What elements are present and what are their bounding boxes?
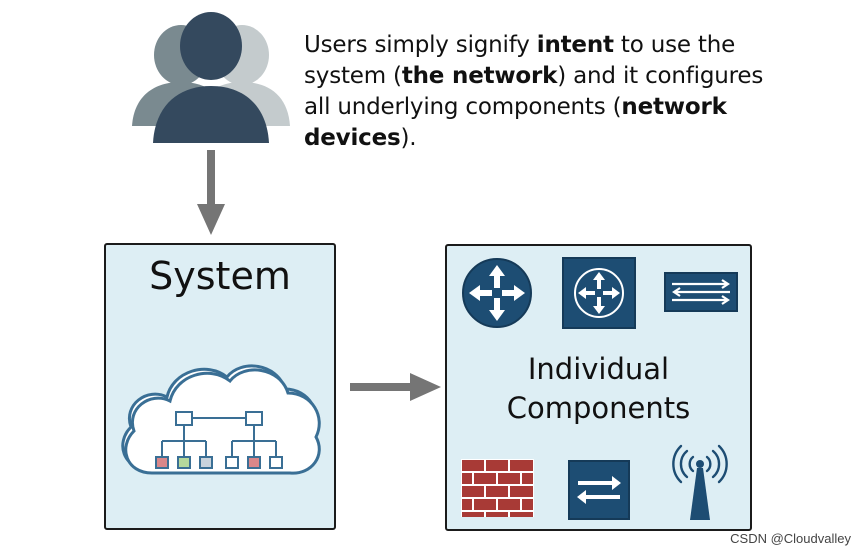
system-box: System [104, 243, 336, 530]
down-arrow-icon [197, 150, 225, 235]
caption-bold-devices: network devices [304, 94, 727, 151]
switch-icon [664, 272, 738, 312]
wireless-tower-icon [672, 444, 728, 520]
cloud-network-icon [121, 364, 321, 475]
router-square-icon [562, 257, 636, 329]
users-group-icon [132, 12, 290, 143]
system-title: System [149, 254, 291, 298]
components-label: Individual Components [447, 350, 750, 428]
intent-caption: Users simply signify intent to use the s… [304, 32, 764, 151]
l2-switch-icon [568, 460, 630, 520]
components-label-line1: Individual [527, 352, 670, 386]
right-arrow-icon [350, 373, 441, 401]
watermark: CSDN @Cloudvalley [730, 531, 851, 546]
caption-bold-network: the network [401, 63, 558, 89]
components-label-line2: Components [506, 391, 691, 425]
router-circle-icon [462, 258, 532, 328]
firewall-icon [461, 459, 534, 517]
caption-bold-intent: intent [536, 32, 614, 58]
